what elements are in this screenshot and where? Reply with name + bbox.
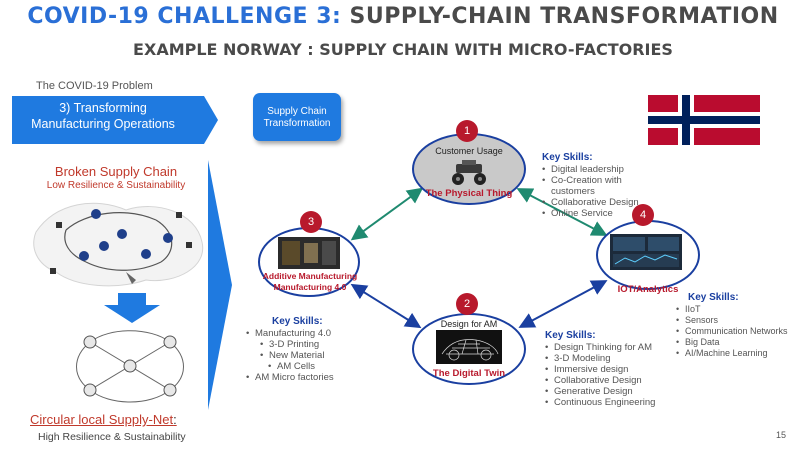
skill-item: Collaborative Design xyxy=(542,197,639,208)
skills-physical: Key Skills: Digital leadership Co-Creati… xyxy=(542,152,639,219)
chevron-right-icon xyxy=(208,160,232,410)
skill-item: customers xyxy=(551,186,595,197)
banner-line-1: 3) Transforming xyxy=(59,101,147,115)
page-number: 15 xyxy=(776,430,787,440)
skill-item: AM Micro factories xyxy=(246,372,334,383)
skills-iot-heading: Key Skills: xyxy=(688,292,739,303)
skills-am: Key Skills: Manufacturing 4.0 3-D Printi… xyxy=(246,316,334,383)
am-machine-image xyxy=(278,237,340,269)
circular-net-title: Circular local Supply-Net: xyxy=(30,412,177,427)
iot-dashboard-image xyxy=(610,234,682,270)
skill-item: Immersive design xyxy=(545,364,655,375)
am-name-line-2: Manufacturing 4.0 xyxy=(273,282,347,292)
skill-item: 3-D Modeling xyxy=(545,353,655,364)
skill-item: New Material xyxy=(246,350,334,361)
badge-physical: 1 xyxy=(456,120,478,142)
banner-text: 3) Transforming Manufacturing Operations xyxy=(14,100,192,132)
problem-label: The COVID-19 Problem xyxy=(36,80,153,92)
broken-chain-subtitle: Low Resilience & Sustainability xyxy=(46,180,186,191)
banner-line-2: Manufacturing Operations xyxy=(31,117,175,131)
arrow-twin-iot xyxy=(518,280,608,328)
page-title: COVID-19 CHALLENGE 3: SUPPLY-CHAIN TRANS… xyxy=(0,4,806,29)
skills-iot: Key Skills: IIoT Sensors Communication N… xyxy=(676,292,804,359)
sc-box-line-1: Supply Chain xyxy=(267,106,327,117)
twin-top-label: Design for AM xyxy=(440,319,498,329)
iot-name: IOT/Analytics xyxy=(617,284,679,295)
skill-item: Online Service xyxy=(542,208,639,219)
badge-twin: 2 xyxy=(456,293,478,315)
am-name-line-1: Additive Manufacturing xyxy=(262,271,358,281)
norway-flag-icon xyxy=(648,95,760,145)
skill-item: AI/Machine Learning xyxy=(676,348,804,359)
circular-net-colon: : xyxy=(173,412,177,427)
atv-icon xyxy=(452,160,486,185)
down-arrow-icon xyxy=(104,293,160,323)
broken-chain-illustration xyxy=(33,202,204,287)
skill-item: Manufacturing 4.0 xyxy=(246,328,334,339)
skill-item: AM Cells xyxy=(246,361,334,372)
skill-item: Collaborative Design xyxy=(545,375,655,386)
skill-item: Communication Networks xyxy=(676,326,804,337)
title-highlight: COVID-19 CHALLENGE 3: xyxy=(27,4,342,29)
skill-item: IIoT xyxy=(676,304,804,315)
physical-top-label: Customer Usage xyxy=(435,146,503,156)
physical-name: The Physical Thing xyxy=(425,188,513,199)
arrow-am-physical xyxy=(350,187,424,241)
title-rest: SUPPLY-CHAIN TRANSFORMATION xyxy=(341,4,779,29)
circular-net-illustration xyxy=(76,330,184,403)
skills-am-heading: Key Skills: xyxy=(272,316,323,327)
skill-item: Co-Creation with xyxy=(542,175,639,186)
circular-net-title-text: Circular local Supply-Net xyxy=(30,412,174,427)
skill-item: Big Data xyxy=(676,337,804,348)
skill-item: Generative Design xyxy=(545,386,655,397)
skill-item: Sensors xyxy=(676,315,804,326)
skills-twin-heading: Key Skills: xyxy=(545,330,596,341)
skill-item: Design Thinking for AM xyxy=(545,342,655,353)
badge-am: 3 xyxy=(300,211,322,233)
supply-chain-transformation-box: Supply Chain Transformation xyxy=(253,93,341,141)
skills-twin: Key Skills: Design Thinking for AM 3-D M… xyxy=(545,330,655,408)
banner-arrow-shape xyxy=(12,96,218,144)
wireframe-car-image xyxy=(436,330,502,364)
skill-item: 3-D Printing xyxy=(246,339,334,350)
sc-box-line-2: Transformation xyxy=(263,118,331,129)
page-subtitle: EXAMPLE NORWAY : SUPPLY CHAIN WITH MICRO… xyxy=(133,40,673,59)
skill-item: Continuous Engineering xyxy=(545,397,655,408)
am-name: Additive Manufacturing Manufacturing 4.0 xyxy=(260,271,360,293)
broken-chain-title: Broken Supply Chain xyxy=(54,164,178,179)
skill-item: Digital leadership xyxy=(542,164,639,175)
skills-physical-heading: Key Skills: xyxy=(542,152,593,163)
arrow-am-twin xyxy=(350,283,422,329)
twin-name: The Digital Twin xyxy=(432,368,506,379)
circular-net-subtitle: High Resilience & Sustainability xyxy=(38,431,186,443)
